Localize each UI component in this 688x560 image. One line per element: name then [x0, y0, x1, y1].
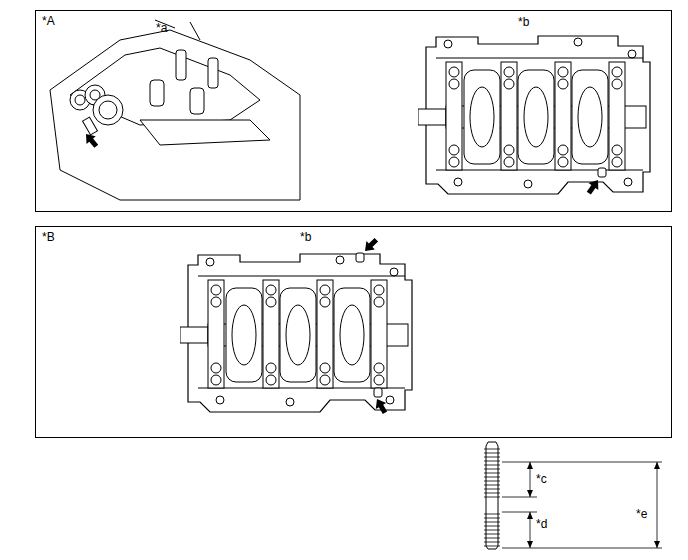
callout-label: *e	[636, 508, 647, 521]
callout-label: *a	[156, 22, 167, 35]
figure-panel: *B	[35, 226, 672, 438]
panel-label: *A	[42, 15, 55, 28]
callout-label: *b	[300, 231, 311, 244]
callout-label: *b	[518, 16, 529, 29]
callout-label: *d	[536, 518, 547, 531]
callout-label: *c	[536, 473, 547, 486]
figure-panel: *A	[35, 10, 672, 212]
panel-label: *B	[42, 231, 55, 244]
